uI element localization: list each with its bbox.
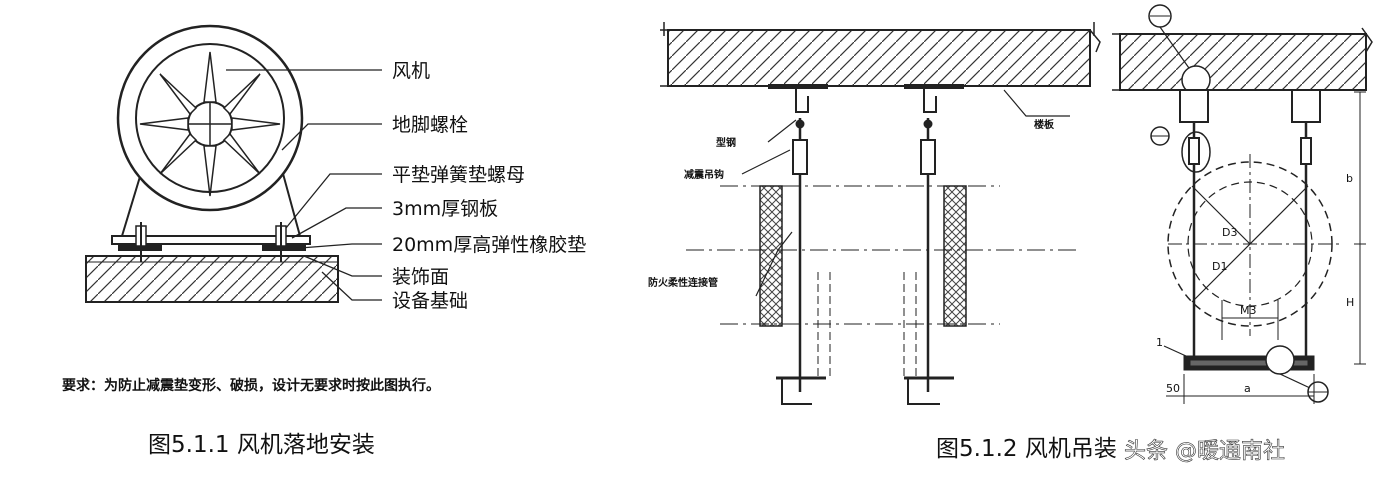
fan-housing — [116, 24, 304, 237]
label-dim-50: 50 — [1166, 382, 1180, 395]
label-b: b — [1346, 172, 1353, 185]
label-h: H — [1346, 296, 1354, 309]
ceiling-slab-right — [1112, 27, 1373, 91]
equipment-foundation — [85, 255, 339, 303]
hanging-mount-figure: 型钢 减震吊钩 楼板 防火柔性连接管 — [648, 4, 1373, 464]
label-slab: 楼板 — [1034, 118, 1055, 131]
requirement-note: 要求：为防止减震垫变形、破损，设计无要求时按此图执行。 — [62, 377, 440, 394]
label-d1: D1 — [1212, 260, 1227, 273]
label-anchor-bolt: 地脚螺栓 — [392, 114, 468, 136]
label-foundation: 设备基础 — [392, 290, 468, 312]
watermark: 头条 @暖通南社 — [1124, 439, 1285, 464]
label-steel-plate: 3mm厚钢板 — [392, 198, 498, 220]
caption-hanging-mount: 图5.1.2 风机吊装 — [936, 436, 1117, 462]
ceiling-slab-left — [660, 22, 1101, 89]
label-damper-hanger: 减震吊钩 — [684, 168, 724, 181]
label-m3: M3 — [1240, 304, 1257, 317]
label-washer-nut: 平垫弹簧垫螺母 — [392, 164, 525, 186]
label-rubber-pad: 20mm厚高弹性橡胶垫 — [392, 234, 586, 256]
label-d3: D3 — [1222, 226, 1237, 239]
label-beam-steel: 型钢 — [716, 136, 736, 149]
caption-floor-mount: 图5.1.1 风机落地安装 — [148, 432, 375, 458]
leader-lines — [226, 69, 382, 301]
side-view-assembly — [1148, 4, 1366, 404]
label-finish-surface: 装饰面 — [392, 266, 449, 288]
label-fire-hose: 防火柔性连接管 — [648, 276, 718, 289]
hanger-assembly — [686, 89, 1080, 405]
floor-mount-figure: 风机 地脚螺栓 平垫弹簧垫螺母 3mm厚钢板 20mm厚高弹性橡胶垫 装饰面 设… — [62, 24, 586, 458]
label-fan: 风机 — [392, 60, 430, 82]
label-part-1: 1 — [1156, 336, 1163, 349]
label-dim-a: a — [1244, 382, 1251, 395]
